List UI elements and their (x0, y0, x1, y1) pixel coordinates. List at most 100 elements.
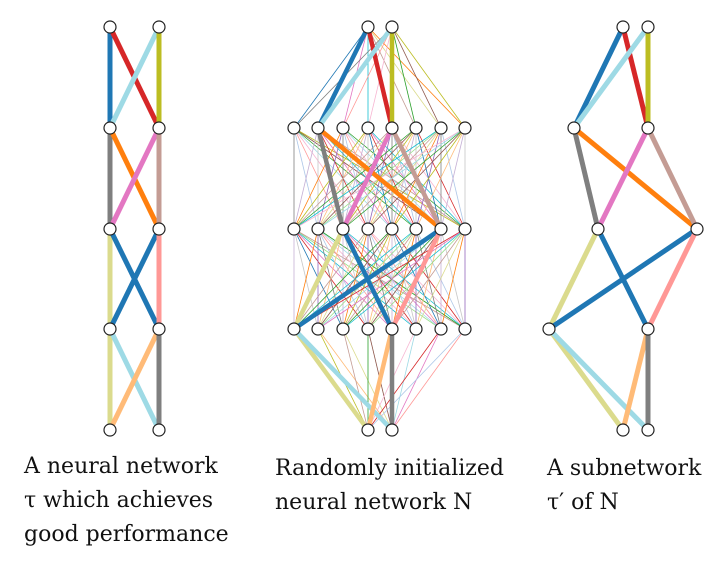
random-strong-edge (315, 127, 346, 230)
subnetwork-edge (620, 328, 651, 431)
random-edge (391, 127, 466, 230)
random-edge (293, 127, 393, 230)
subnetwork-node (567, 121, 581, 135)
random-node (458, 121, 472, 135)
target-edge (107, 227, 162, 331)
random-strong-edge (292, 227, 443, 331)
random-edge (440, 228, 466, 330)
subnetwork-node (542, 322, 556, 336)
subnetwork-edge (546, 327, 626, 432)
random-node (385, 222, 399, 236)
random-edge (293, 228, 393, 330)
target-network-panel (103, 20, 166, 437)
random-edge (342, 228, 466, 330)
target-node (103, 20, 117, 34)
random-node (287, 121, 301, 135)
random-node (336, 222, 350, 236)
random-node (434, 121, 448, 135)
random-edge (391, 328, 466, 431)
random-node (434, 322, 448, 336)
subnetwork-node (616, 423, 630, 437)
subnetwork-edge (645, 227, 700, 331)
target-node (103, 322, 117, 336)
random-node (458, 222, 472, 236)
subnetwork-caption-line-1: A subnetwork (547, 456, 702, 481)
random-node (287, 222, 301, 236)
random-network-caption: Randomly initialized neural network N (275, 452, 504, 520)
subnetwork-edge (645, 126, 700, 231)
random-edge (293, 26, 369, 129)
random-edge (342, 328, 369, 431)
random-strong-edge (365, 26, 395, 129)
target-edge (107, 25, 162, 130)
subnetwork-node (641, 322, 655, 336)
random-strong-edge (389, 127, 444, 230)
subnetwork-edge (547, 226, 699, 332)
subnetwork-edge (571, 127, 601, 230)
subnetwork-edge (547, 327, 650, 432)
random-strong-edge (365, 328, 395, 431)
subnetwork-edge (595, 126, 651, 231)
subnetwork-panel (542, 20, 704, 437)
random-node (336, 322, 350, 336)
random-node (287, 322, 301, 336)
target-network-caption-line-1: A neural network (24, 454, 218, 479)
target-node (152, 322, 166, 336)
random-edge (367, 328, 442, 431)
random-node (434, 222, 448, 236)
random-edge (367, 328, 466, 431)
random-node (385, 121, 399, 135)
subnetwork-node (641, 121, 655, 135)
random-edge (293, 228, 369, 330)
random-edge (317, 328, 393, 431)
random-edge (293, 127, 344, 230)
random-edge (317, 228, 466, 330)
random-node (311, 121, 325, 135)
subnetwork-caption-line-2: τ′ of N (547, 490, 619, 515)
random-node (361, 20, 375, 34)
random-edge (391, 328, 417, 431)
random-strong-edge (315, 26, 371, 129)
subnetwork-edge (571, 25, 626, 130)
random-edge (317, 127, 466, 230)
subnetwork-node (616, 20, 630, 34)
random-node (385, 423, 399, 437)
subnetwork-node (591, 222, 605, 236)
random-node (336, 121, 350, 135)
random-strong-edge (340, 127, 395, 230)
random-network-caption-line-2: neural network N (275, 490, 473, 515)
random-strong-edge (292, 327, 394, 432)
random-node (385, 322, 399, 336)
random-edge (415, 127, 466, 230)
random-network-caption-line-1: Randomly initialized (275, 456, 505, 481)
target-node (103, 423, 117, 437)
subnetwork-node (690, 222, 704, 236)
random-edge (342, 26, 393, 129)
random-edge (440, 127, 466, 230)
random-strong-edge (316, 25, 394, 130)
target-network-caption: A neural network τ which achieves good p… (24, 450, 229, 552)
subnetwork-edge (571, 25, 651, 130)
target-network-caption-line-3: good performance (24, 522, 229, 547)
subnetwork-node (641, 20, 655, 34)
random-node (361, 222, 375, 236)
random-edge (391, 26, 466, 129)
random-node (409, 322, 423, 336)
random-node (409, 222, 423, 236)
random-edge (293, 228, 319, 330)
random-edge (391, 26, 417, 129)
random-edge (293, 127, 417, 230)
random-node (311, 322, 325, 336)
random-edge (293, 228, 417, 330)
subnetwork-edge (572, 126, 699, 231)
target-edge (107, 327, 162, 432)
random-edge (342, 328, 393, 431)
random-node (311, 222, 325, 236)
random-edge (293, 127, 319, 230)
random-strong-edge (389, 228, 444, 330)
target-node (103, 222, 117, 236)
random-edge (391, 228, 466, 330)
random-node (361, 121, 375, 135)
subnetwork-node (641, 423, 655, 437)
random-node (385, 20, 399, 34)
